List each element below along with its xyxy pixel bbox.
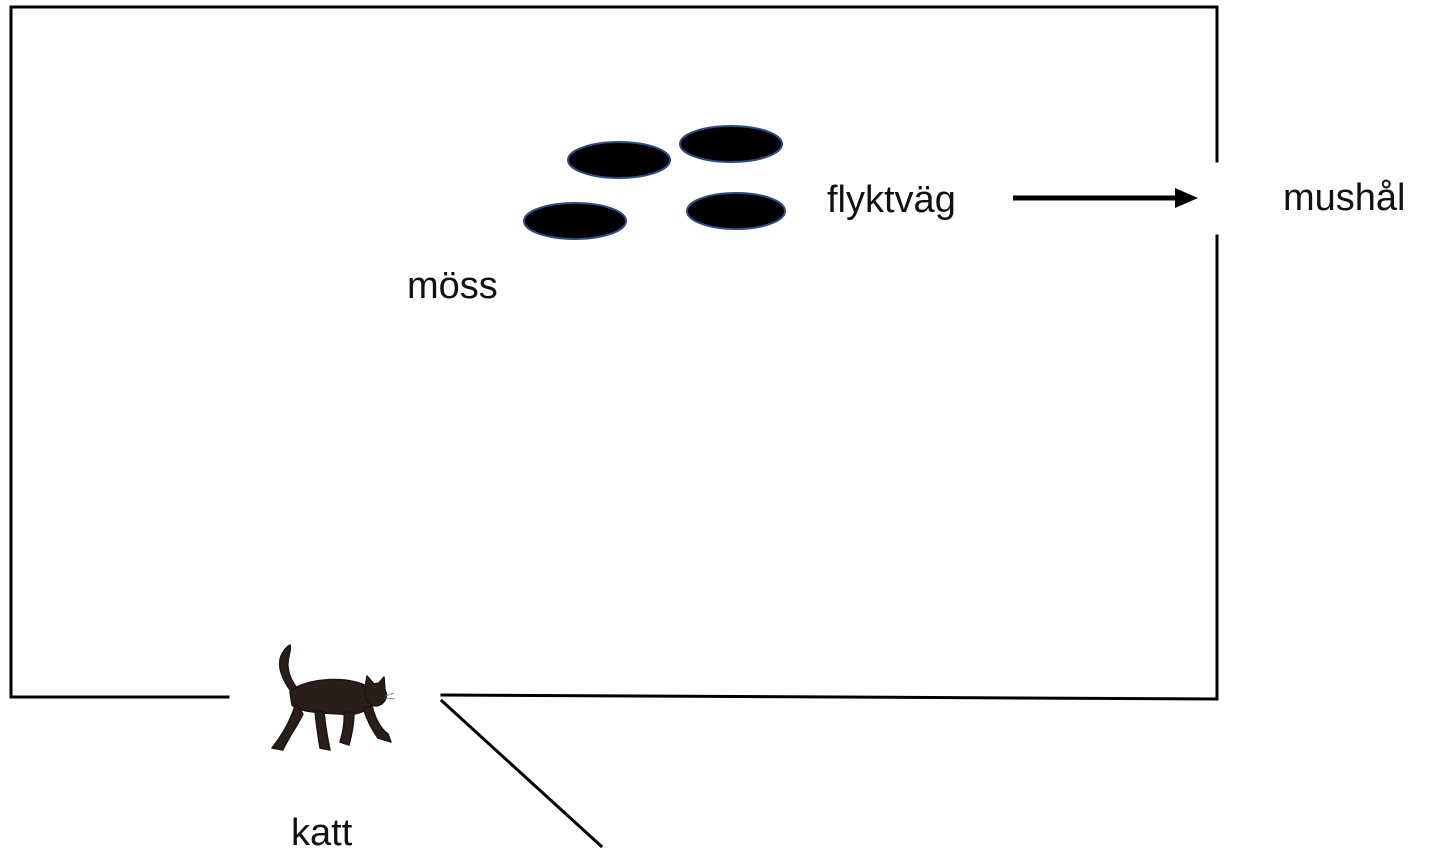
cat-leg-back-left <box>271 702 304 751</box>
mouse-hole-label: mushål <box>1283 177 1406 219</box>
cat-head <box>364 675 388 707</box>
wall-bottom-right <box>440 693 1219 701</box>
mice-label: möss <box>407 265 498 307</box>
cat-leg-front-right <box>362 705 392 743</box>
door-open <box>439 698 604 849</box>
cat-tail <box>278 644 304 701</box>
cat-icon <box>271 644 392 751</box>
escape-route-label: flyktväg <box>827 179 956 221</box>
room-walls <box>9 5 1219 849</box>
cat-whiskers <box>384 692 396 700</box>
mouse-2 <box>679 125 783 163</box>
mice-group <box>523 125 786 240</box>
mouse-4 <box>686 192 786 230</box>
escape-arrow <box>1013 188 1198 208</box>
mouse-3 <box>523 202 627 240</box>
escape-arrow-head <box>1175 188 1198 208</box>
cat-leg-back-right <box>314 709 331 751</box>
cat-leg-front-left <box>339 711 355 746</box>
cat-label: katt <box>291 812 353 854</box>
mouse-1 <box>567 141 671 179</box>
